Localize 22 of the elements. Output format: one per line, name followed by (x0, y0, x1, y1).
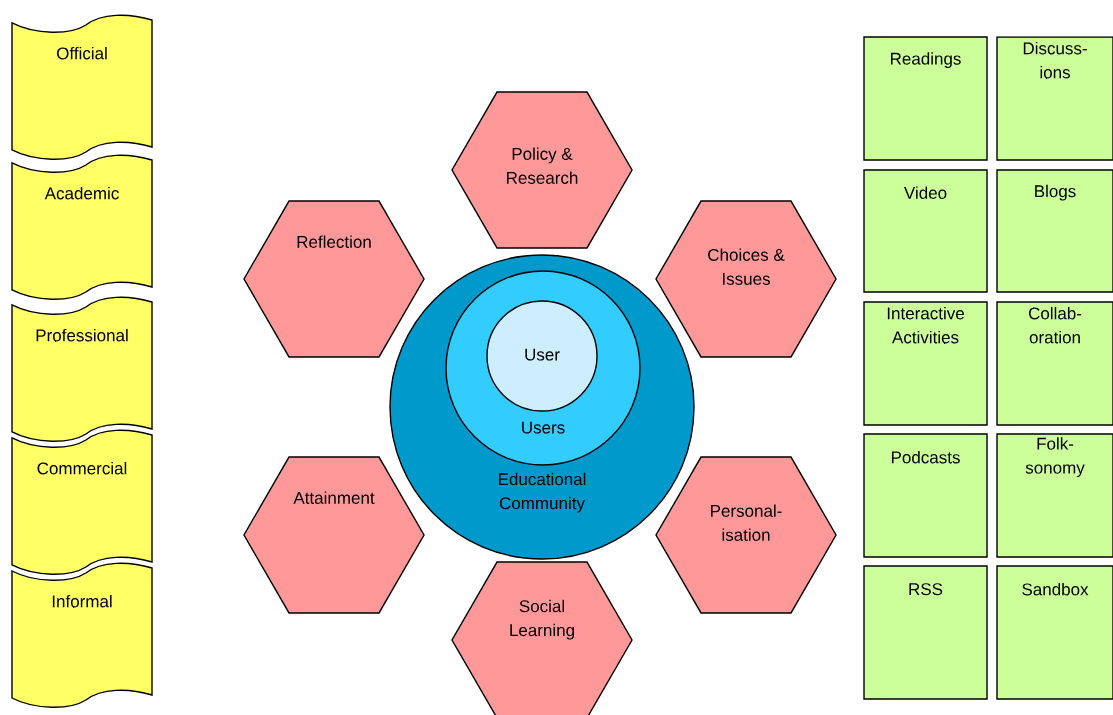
note-square: Podcasts (863, 433, 988, 558)
hexagon: Personal-isation (655, 456, 837, 614)
banner: Informal (11, 562, 153, 708)
hexagon: Policy & Research (451, 91, 633, 249)
note-square: Sandbox (996, 565, 1113, 700)
hexagon: Attainment (243, 456, 425, 614)
banner: Official (11, 14, 153, 160)
note-square: Video (863, 169, 988, 293)
note-square: Folk-sonomy (996, 433, 1113, 558)
banner: Professional (11, 296, 153, 442)
note-square: Collab-oration (996, 301, 1113, 426)
note-square: Interactive Activities (863, 301, 988, 426)
note-square: Blogs (996, 169, 1113, 293)
hexagon: Reflection (243, 200, 425, 358)
note-square: Readings (863, 36, 988, 161)
note-square: RSS (863, 565, 988, 700)
hexagon: Choices & Issues (655, 200, 837, 358)
hexagon: Social Learning (451, 561, 633, 715)
note-square: Discuss-ions (996, 36, 1113, 161)
node-label: Informal (52, 594, 112, 608)
banner: Academic (11, 154, 153, 300)
banner: Commercial (11, 429, 153, 575)
